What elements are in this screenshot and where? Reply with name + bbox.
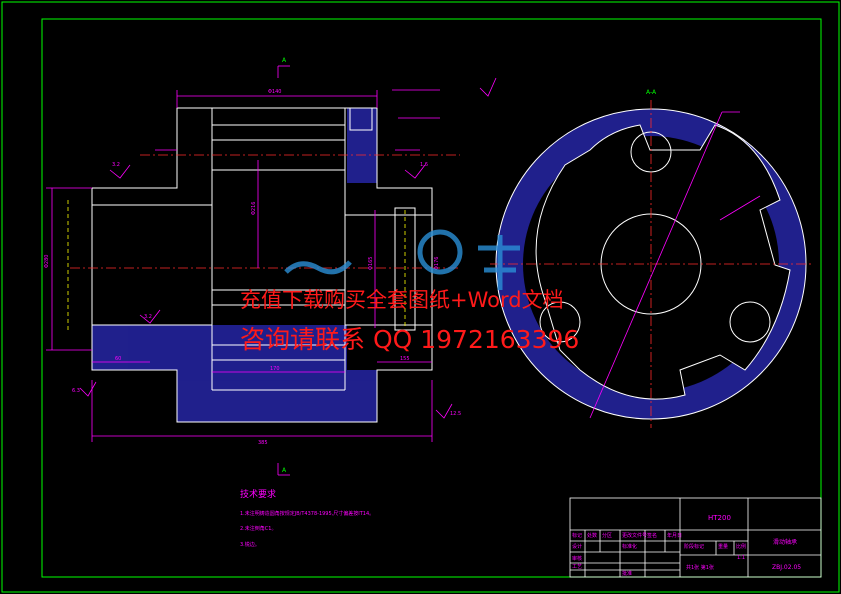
- tb-label-change-doc: 更改文件号: [622, 532, 647, 539]
- roughness-r1: 3.2: [112, 162, 120, 168]
- technical-requirements: 技术要求 1.未注明铸造圆角按规定JB/T4378-1995,尺寸偏差按IT14…: [240, 488, 374, 548]
- aa-center-lines: [490, 100, 812, 428]
- dim-left-height: Φ280: [44, 255, 50, 268]
- tb-stage-mark: 阶段标记: [684, 543, 704, 550]
- aa-dimension-lines: [589, 111, 761, 419]
- roughness-symbols: [79, 77, 497, 419]
- hole-right: [729, 301, 771, 343]
- tb-role-approve: 批准: [622, 570, 632, 577]
- dimension-texts: Φ140 385 Φ280 Φ216 Φ165 Φ176 60 170 155 …: [44, 89, 461, 446]
- dim-bottom-left: 60: [115, 356, 121, 362]
- tb-label-count: 处数: [587, 532, 597, 539]
- tb-std: 标准化: [622, 543, 637, 550]
- title-block: 标记 处数 分区 更改文件号 签名 年月日 设计 标准化 审核 工艺 批准 阶段…: [569, 497, 822, 578]
- tb-weight: 重量: [718, 543, 728, 550]
- tb-label-mark: 标记: [572, 532, 582, 539]
- roughness-r5: 12.5: [450, 411, 461, 417]
- hatch-regions: [92, 108, 377, 422]
- lobe-cavity: [535, 124, 791, 400]
- dim-total-length: 385: [258, 440, 268, 446]
- watermark-line-2: 咨询请联系 QQ 1972163396: [240, 325, 580, 354]
- tb-role-process: 工艺: [572, 564, 582, 570]
- center-lines: [70, 154, 460, 269]
- tb-part-name: 滑动轴承: [773, 538, 797, 546]
- tb-sheet: 共1张 第1张: [686, 564, 714, 571]
- tb-label-sign: 签名: [647, 532, 657, 539]
- cut-label-bottom: A: [282, 467, 287, 474]
- dim-right-height: Φ176: [434, 257, 440, 270]
- tb-scale-value: 1:1: [737, 555, 745, 561]
- hidden-lines: [67, 200, 406, 330]
- hole-left: [539, 301, 581, 343]
- section-cut-labels: A A: [282, 57, 287, 474]
- section-view: Φ140 385 Φ280 Φ216 Φ165 Φ176 60 170 155 …: [44, 57, 497, 476]
- tb-label-zone: 分区: [602, 532, 612, 539]
- tb-role-review: 审核: [572, 555, 582, 562]
- note-3: 3.锐边。: [240, 541, 260, 548]
- tb-material: HT200: [708, 514, 731, 522]
- hatch-bottom-flange: [92, 325, 347, 370]
- dim-bore: Φ165: [368, 257, 374, 270]
- aa-view: A-A: [490, 89, 812, 428]
- cut-label-top: A: [282, 57, 287, 64]
- note-2: 2.未注倒角C1。: [240, 525, 276, 532]
- tb-label-date: 年月日: [667, 532, 682, 539]
- roughness-r4: 6.3: [72, 388, 80, 394]
- inner-border: [41, 18, 822, 578]
- dimension-lines: [46, 65, 440, 476]
- tb-drawing-no: ZBJ.02.05: [772, 564, 801, 571]
- dim-bottom-right: 155: [400, 356, 410, 362]
- watermark-line-1: 充值下载购买全套图纸+Word文档: [240, 288, 564, 312]
- roughness-r2: 1.6: [420, 162, 428, 168]
- dim-top-width: Φ140: [268, 89, 281, 95]
- roughness-r3: 3.2: [144, 314, 152, 320]
- dim-bottom-mid: 170: [270, 366, 280, 372]
- hatch-bottom-body: [177, 370, 377, 422]
- notes-heading: 技术要求: [240, 488, 276, 500]
- watermark-logo: [284, 229, 520, 290]
- tb-role-design: 设计: [572, 543, 582, 550]
- view-label: A-A: [646, 89, 657, 96]
- note-1: 1.未注明铸造圆角按规定JB/T4378-1995,尺寸偏差按IT14。: [240, 510, 374, 517]
- dim-inner-height: Φ216: [251, 202, 257, 215]
- tb-scale: 比例: [736, 543, 746, 550]
